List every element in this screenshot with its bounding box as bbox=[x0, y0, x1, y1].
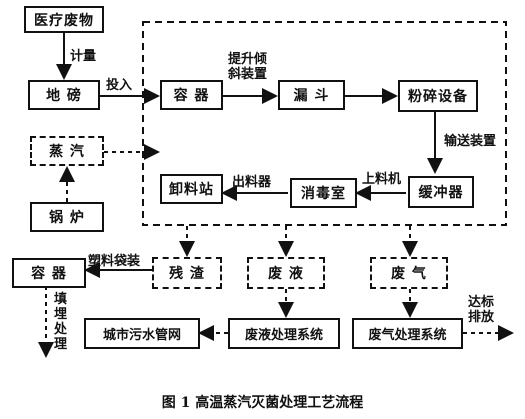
crusher-box: 粉碎设备 bbox=[398, 80, 478, 112]
label-emission: 达标 排放 bbox=[468, 295, 495, 325]
sterilization-unit-boundary bbox=[142, 21, 507, 226]
label-lift-tilt: 提升倾 斜装置 bbox=[228, 52, 268, 82]
label-plastic-bag: 塑料袋装 bbox=[88, 254, 141, 269]
residue-box: 残 渣 bbox=[152, 257, 222, 289]
unloading-station-box: 卸料站 bbox=[160, 174, 223, 204]
container-box: 容 器 bbox=[160, 80, 223, 110]
label-discharger: 出料器 bbox=[232, 175, 272, 190]
hopper-box: 漏 斗 bbox=[278, 80, 345, 110]
liquid-system-box: 废液处理系统 bbox=[228, 318, 340, 349]
buffer-box: 缓冲器 bbox=[408, 176, 474, 208]
label-metering: 计量 bbox=[70, 49, 97, 64]
figure-caption: 图 1 高温蒸汽灭菌处理工艺流程 bbox=[161, 395, 364, 411]
sewer-box: 城市污水管网 bbox=[84, 318, 200, 349]
label-feed-in: 投入 bbox=[106, 78, 133, 93]
waste-gas-box: 废 气 bbox=[370, 257, 448, 289]
label-landfill: 填埋处理 bbox=[54, 292, 68, 352]
gas-system-box: 废气处理系统 bbox=[352, 318, 463, 349]
waste-liquid-box: 废 液 bbox=[247, 257, 325, 289]
disinfection-room-box: 消毒室 bbox=[290, 178, 357, 208]
medical-waste-box: 医疗废物 bbox=[24, 6, 104, 33]
boiler-box: 锅 炉 bbox=[30, 202, 104, 232]
container2-box: 容 器 bbox=[12, 258, 86, 288]
label-loader: 上料机 bbox=[362, 172, 402, 187]
label-conveyor: 输送装置 bbox=[444, 134, 497, 149]
weighbridge-box: 地 磅 bbox=[28, 80, 100, 110]
steam-box: 蒸 汽 bbox=[30, 136, 104, 166]
